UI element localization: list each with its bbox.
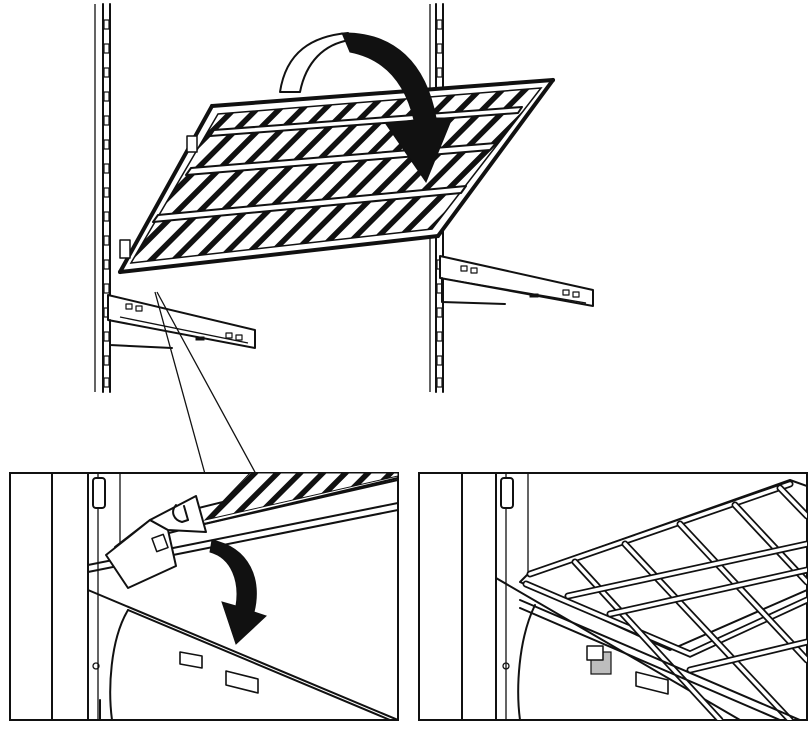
right-shelf-bracket xyxy=(439,255,594,307)
callout-lines xyxy=(154,291,257,475)
curved-arrow-icon xyxy=(209,539,267,645)
detail-tilt-panel xyxy=(9,472,399,721)
left-shelf-bracket xyxy=(107,294,256,349)
detail-installed-panel xyxy=(418,472,808,721)
glass-shelf-tilted xyxy=(118,78,555,274)
left-rail xyxy=(94,3,111,393)
overview-panel xyxy=(94,3,594,475)
curved-arrow-icon xyxy=(279,32,453,184)
